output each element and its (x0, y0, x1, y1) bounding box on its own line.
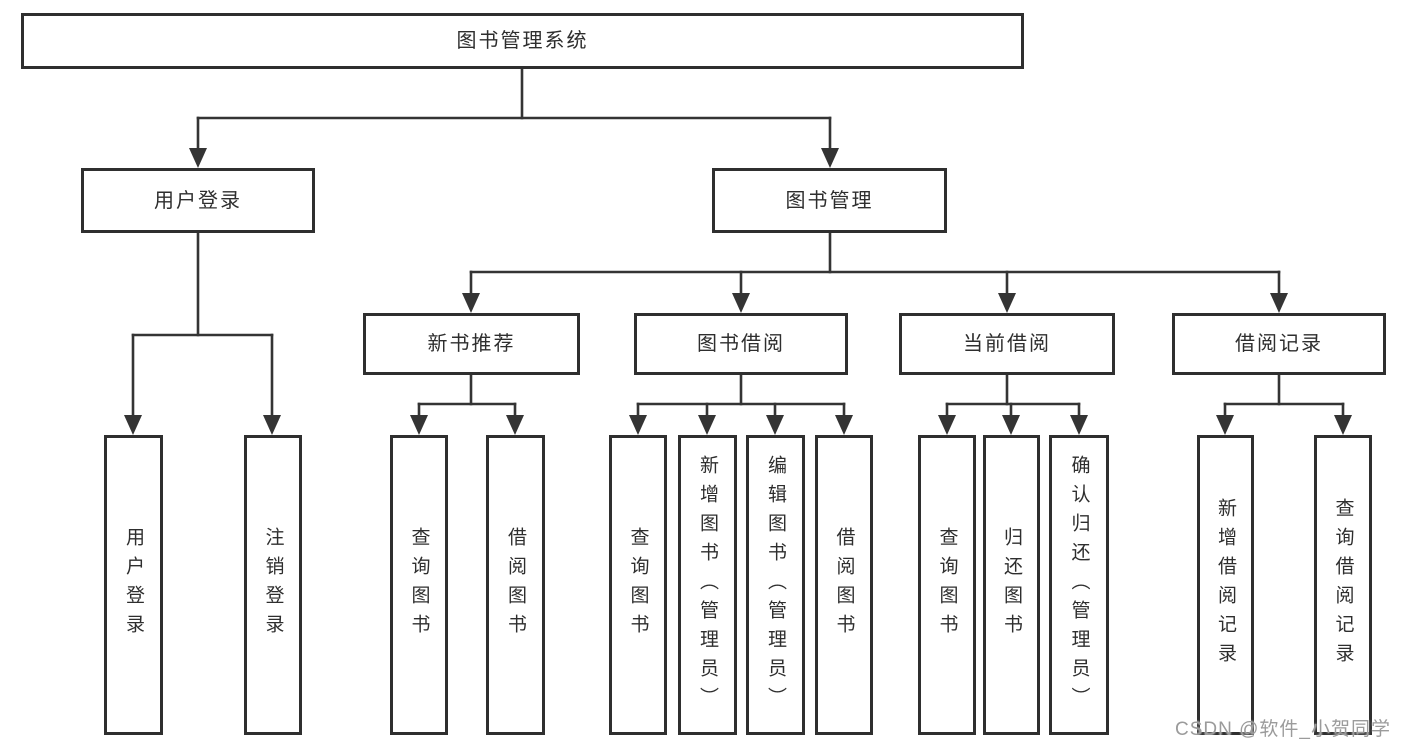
leaf-query-books-current: 查询图书 (918, 435, 976, 735)
node-library-management-system: 图书管理系统 (21, 13, 1024, 69)
node-label: 编辑图书（管理员） (765, 454, 786, 716)
node-label: 查询图书 (936, 527, 958, 643)
node-book-borrow: 图书借阅 (634, 313, 848, 375)
node-label: 查询图书 (408, 527, 430, 643)
node-new-book-recommend: 新书推荐 (363, 313, 580, 375)
leaf-query-books-borrow: 查询图书 (609, 435, 667, 735)
node-label: 归还图书 (1001, 527, 1022, 643)
node-label: 当前借阅 (963, 333, 1051, 355)
node-label: 注销登录 (262, 527, 284, 643)
leaf-return-books: 归还图书 (983, 435, 1040, 735)
node-user-login: 用户登录 (81, 168, 315, 233)
leaf-confirm-return-admin: 确认归还（管理员） (1049, 435, 1109, 735)
leaf-query-borrow-record: 查询借阅记录 (1314, 435, 1372, 735)
leaf-add-borrow-record: 新增借阅记录 (1197, 435, 1254, 735)
leaf-edit-books-admin: 编辑图书（管理员） (746, 435, 805, 735)
node-label: 查询图书 (627, 527, 649, 643)
node-label: 图书管理系统 (456, 30, 589, 52)
watermark: CSDN @软件_小贺同学 (1175, 719, 1391, 740)
leaf-logout-login: 注销登录 (244, 435, 302, 735)
node-label: 用户登录 (154, 189, 242, 212)
node-label: 借阅图书 (833, 527, 855, 643)
node-label: 确认归还（管理员） (1068, 454, 1090, 716)
node-current-borrow: 当前借阅 (899, 313, 1115, 375)
leaf-borrow-books-recommend: 借阅图书 (486, 435, 545, 735)
leaf-add-books-admin: 新增图书（管理员） (678, 435, 737, 735)
node-label: 借阅图书 (505, 527, 526, 643)
node-label: 用户登录 (123, 527, 144, 643)
node-borrow-records: 借阅记录 (1172, 313, 1386, 375)
node-label: 新增借阅记录 (1215, 498, 1236, 672)
node-label: 图书借阅 (697, 333, 785, 355)
node-label: 新增图书（管理员） (697, 454, 718, 716)
leaf-borrow-books: 借阅图书 (815, 435, 873, 735)
node-label: 查询借阅记录 (1332, 498, 1354, 672)
node-label: 新书推荐 (427, 333, 516, 355)
node-label: 借阅记录 (1235, 333, 1323, 355)
node-book-management: 图书管理 (712, 168, 947, 233)
leaf-user-login: 用户登录 (104, 435, 163, 735)
node-label: 图书管理 (785, 189, 874, 212)
leaf-query-books-recommend: 查询图书 (390, 435, 448, 735)
